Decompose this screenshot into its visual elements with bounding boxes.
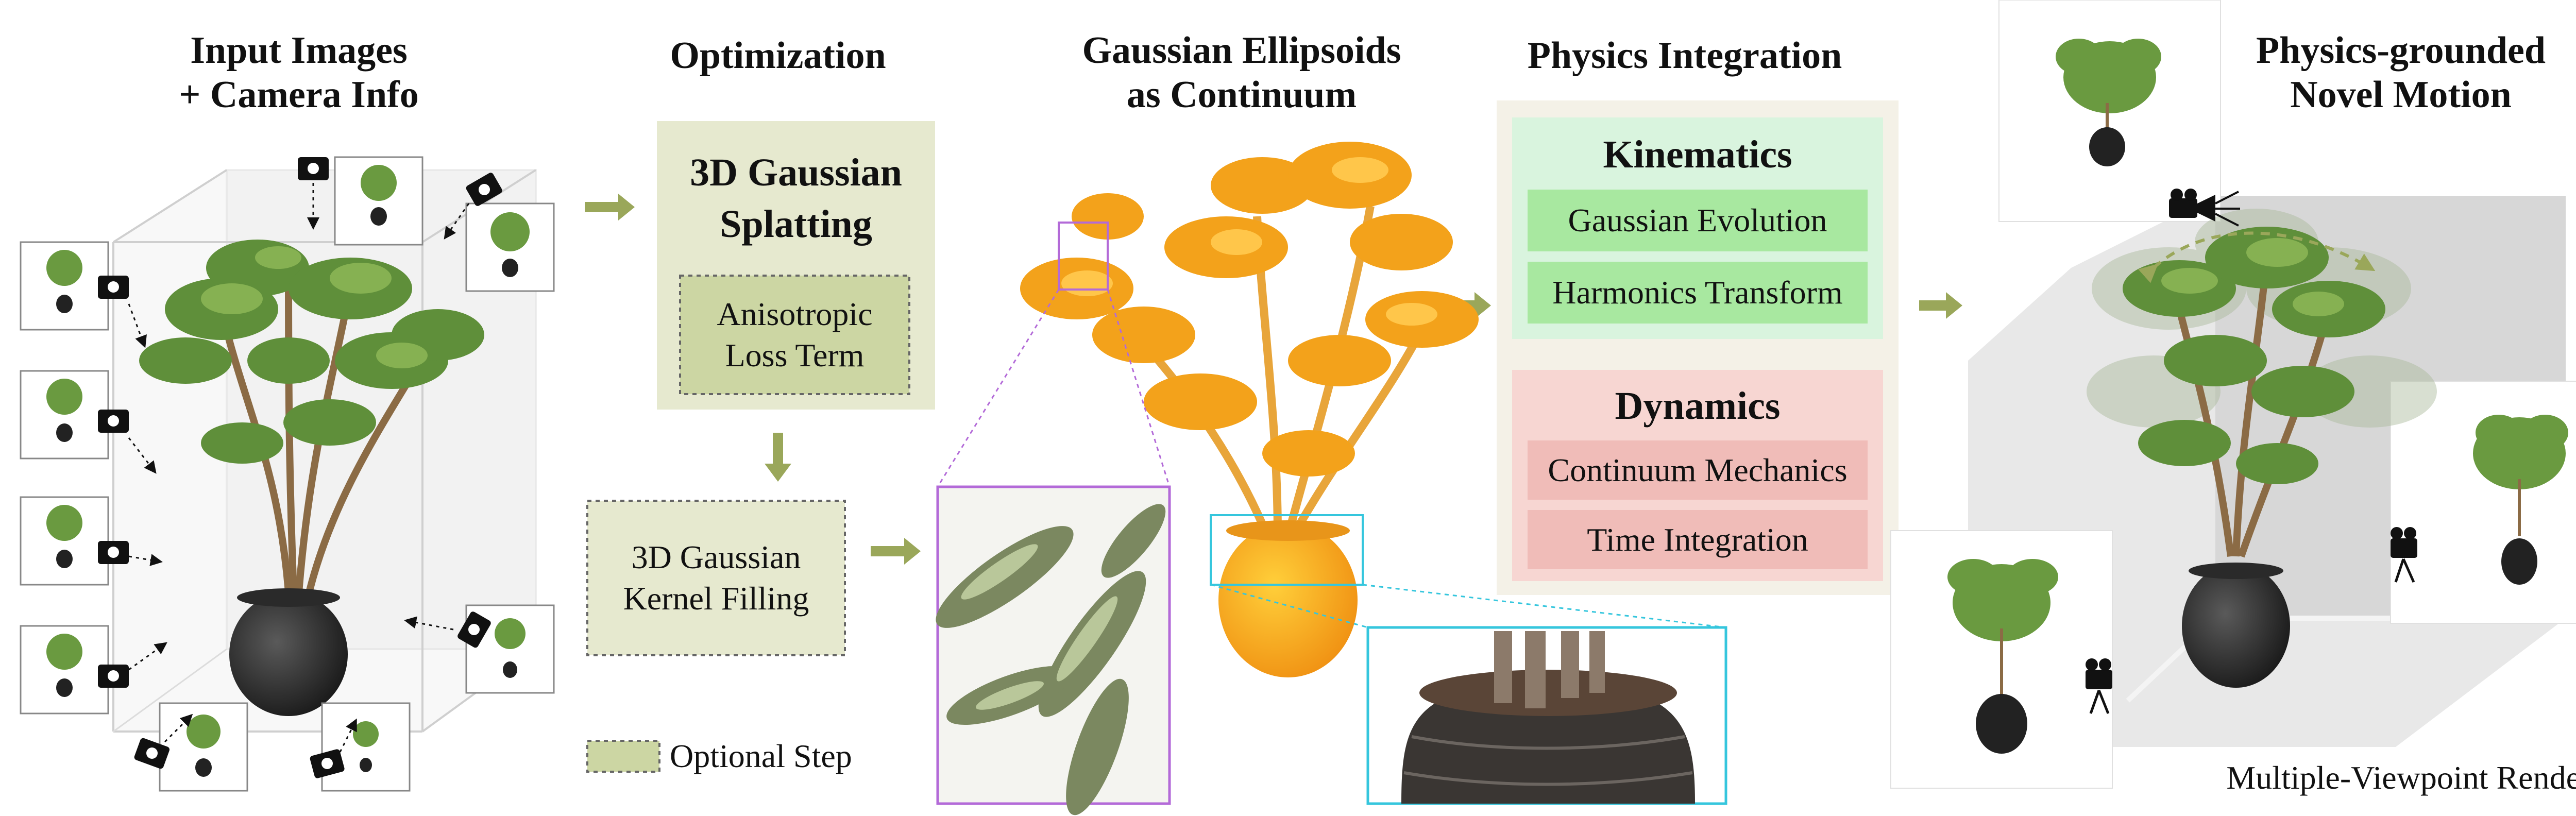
continuum-title: Gaussian Ellipsoids as Continuum xyxy=(1030,28,1453,117)
gaussian-plant xyxy=(1020,142,1479,677)
input-title-line1: Input Images xyxy=(190,29,408,72)
dynamics-heading: Dynamics xyxy=(1615,384,1781,428)
zoom-connector-lines xyxy=(937,289,1726,628)
gaussian-splatting-line1: 3D Gaussian xyxy=(690,151,902,194)
kernel-filling-line2: Kernel Filling xyxy=(623,580,809,617)
legend-optional-step: Optional Step xyxy=(670,738,852,774)
output-title: Physics-grounded Novel Motion xyxy=(2205,28,2576,117)
continuum-title-line1: Gaussian Ellipsoids xyxy=(1082,29,1401,72)
arrow-down-icon xyxy=(765,433,791,482)
zoom-region-leaf xyxy=(1058,222,1109,291)
gaussian-splatting-label: 3D Gaussian Splatting xyxy=(657,147,935,250)
kernel-filling-label: 3D Gaussian Kernel Filling xyxy=(587,537,845,619)
view-card-plants xyxy=(1947,39,2568,754)
input-title: Input Images + Camera Info xyxy=(134,28,464,117)
optimization-boxes xyxy=(586,121,935,773)
camera-view-lines xyxy=(128,183,470,753)
anisotropic-loss-line2: Loss Term xyxy=(725,337,865,373)
renderer-caption: Multiple-Viewpoint Renderer xyxy=(2226,759,2576,796)
harmonics-transform-label: Harmonics Transform xyxy=(1552,274,1843,311)
pot-closeup xyxy=(1366,626,1727,805)
kernel-filling-line1: 3D Gaussian xyxy=(631,539,801,575)
physics-title: Physics Integration xyxy=(1527,35,1842,77)
output-title-line2: Novel Motion xyxy=(2290,74,2512,116)
camera-lens xyxy=(108,163,490,769)
continuum-title-line2: as Continuum xyxy=(1126,74,1357,116)
time-integration-label: Time Integration xyxy=(1587,521,1808,558)
leaf-closeup xyxy=(936,485,1171,815)
motion-arc xyxy=(2138,231,2376,283)
output-title-line1: Physics-grounded xyxy=(2256,29,2546,72)
thumbnail-plants xyxy=(46,165,530,777)
camera-sightlines xyxy=(2215,191,2240,227)
gaussian-splatting-line2: Splatting xyxy=(720,202,872,246)
zoom-region-pot xyxy=(1210,514,1364,586)
continuum-mechanics-label: Continuum Mechanics xyxy=(1548,452,1848,488)
optimization-title: Optimization xyxy=(670,35,886,77)
gaussian-evolution-label: Gaussian Evolution xyxy=(1568,202,1827,239)
input-plant xyxy=(139,240,484,716)
physics-panels xyxy=(1497,100,1899,595)
video-camera-icon xyxy=(2086,189,2417,714)
input-title-line2: + Camera Info xyxy=(179,74,419,116)
anisotropic-loss-line1: Anisotropic xyxy=(717,296,873,332)
anisotropic-loss-label: Anisotropic Loss Term xyxy=(680,294,909,376)
kinematics-heading: Kinematics xyxy=(1603,133,1792,176)
